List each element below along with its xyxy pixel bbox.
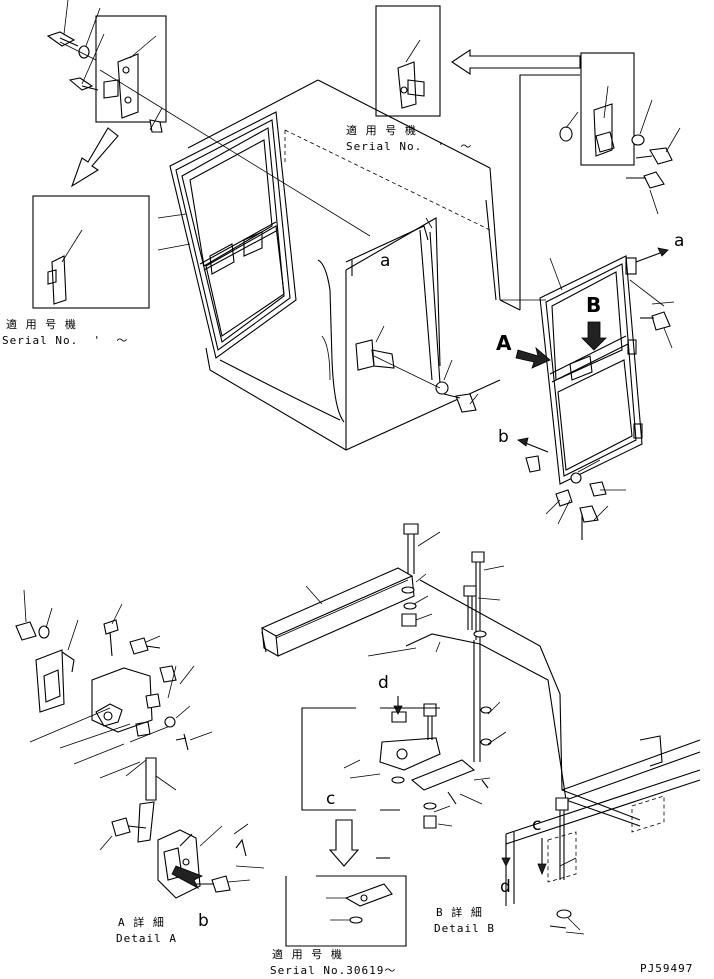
door-opening-with-hinge <box>345 217 479 413</box>
serial-label-en-top: Serial No. ' 〜 <box>346 140 473 153</box>
serial-label-jp-bottom: 適 用 号 機 <box>272 948 343 961</box>
callout-c-right: c <box>532 815 542 835</box>
cab-body <box>187 74 580 451</box>
serial-label-en-left: Serial No. ' 〜 <box>2 334 129 347</box>
hinge-inset-top-left <box>95 15 167 123</box>
view-label-b: B <box>586 293 602 317</box>
view-arrow-a <box>515 346 551 369</box>
serial-label-jp-top: 適 用 号 機 <box>346 124 417 137</box>
arrow-a-right <box>635 247 669 263</box>
right-door <box>500 255 675 485</box>
callout-d-right: d <box>500 877 511 897</box>
detail-b-bracket <box>260 567 415 658</box>
view-arrow-b <box>581 321 607 351</box>
arrow-c-right <box>537 838 547 876</box>
bolt-washer-top-right <box>559 99 681 215</box>
detail-a-arrow-b <box>171 865 203 889</box>
arrow-d-left <box>393 696 403 715</box>
detail-a-fasteners <box>15 589 265 893</box>
arrow-c-left <box>328 819 360 867</box>
hinge-inset-lower-left <box>32 195 150 309</box>
hinge-inset-top-right <box>580 52 635 166</box>
detail-a-assembly <box>29 649 201 899</box>
callout-a-right: a <box>674 231 685 251</box>
serial-30619-inset <box>285 857 407 947</box>
detail-b-lower-fasteners <box>549 797 585 935</box>
drawing-code: PJ59497 <box>640 962 694 975</box>
leader-lines-top-left <box>59 0 371 237</box>
arrow-to-top-middle-inset <box>451 48 581 76</box>
serial-label-jp-left: 適 用 号 機 <box>6 318 77 331</box>
serial-label-en-bottom: Serial No.30619〜 <box>270 964 397 977</box>
hinge-inset-top-middle <box>375 5 441 117</box>
detail-b-label-jp: B 詳 細 <box>436 906 483 919</box>
detail-a-label-jp: A 詳 細 <box>118 916 165 929</box>
right-door-fasteners <box>525 311 673 540</box>
callout-c-left: c <box>326 789 336 809</box>
callout-b-detail-a: b <box>198 911 209 931</box>
arrow-d-right <box>501 842 511 867</box>
callout-b-right: b <box>498 427 509 447</box>
detail-a-label-en: Detail A <box>116 932 177 945</box>
arrow-to-lower-left-inset <box>70 127 119 188</box>
detail-b-inset-frame <box>301 707 440 811</box>
detail-b-bolts-top <box>401 523 505 640</box>
left-door <box>157 111 297 359</box>
view-label-a: A <box>496 331 512 355</box>
callout-d-left: d <box>378 673 389 693</box>
arrow-b-right <box>517 437 549 453</box>
detail-b-latch-parts <box>343 640 507 829</box>
detail-b-label-en: Detail B <box>434 922 495 935</box>
callout-a-upper: a <box>380 251 391 271</box>
detail-b-frame <box>367 579 701 906</box>
